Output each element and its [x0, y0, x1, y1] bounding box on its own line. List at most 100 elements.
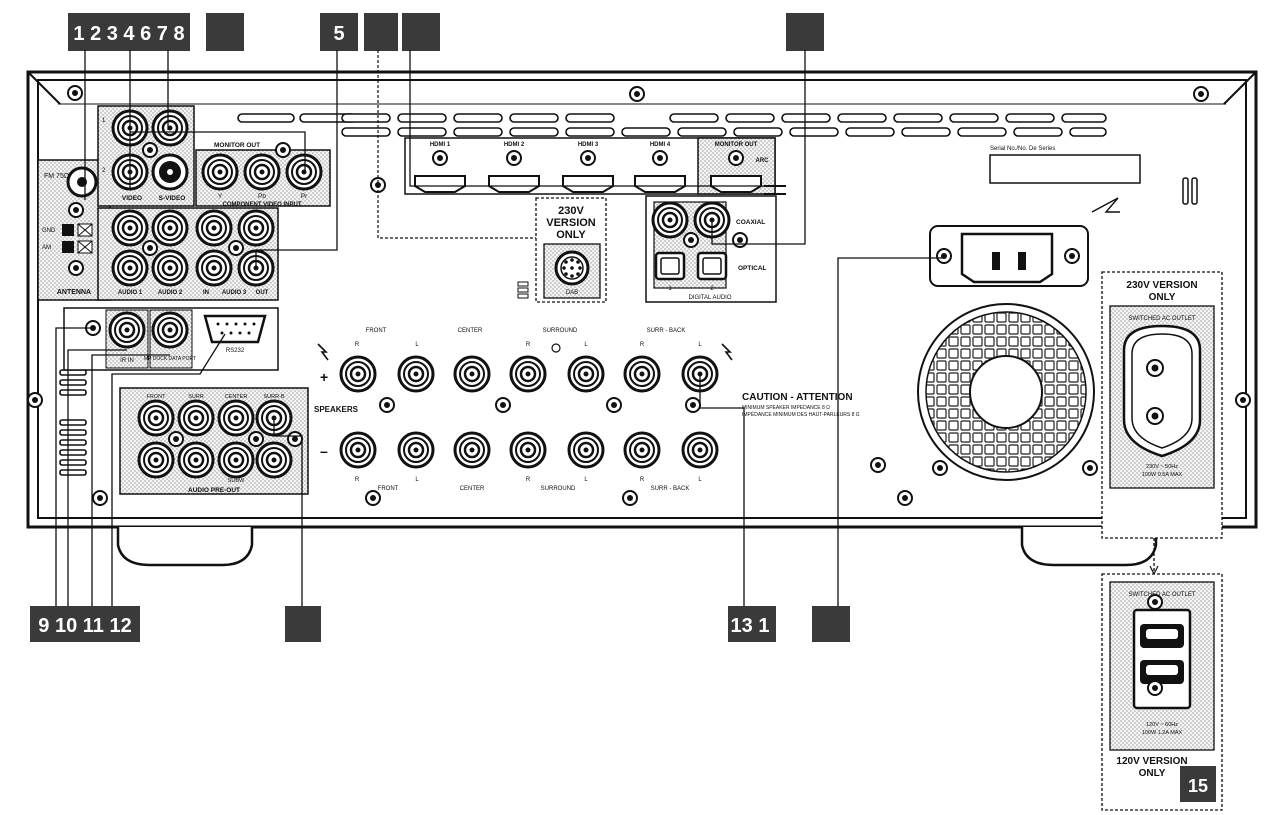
svg-text:FRONT: FRONT: [378, 486, 399, 492]
audio-preout-section: FRONT SURR CENTER SURR-B SUBW AUDIO PRE-…: [119, 387, 309, 495]
preout-center-jack[interactable]: [217, 399, 255, 437]
svg-text:100W 1.2A MAX: 100W 1.2A MAX: [1142, 730, 1183, 736]
callout-5: 5: [320, 13, 358, 51]
certification-logo-icon: [1091, 197, 1120, 213]
speaker-surrback-l-minus[interactable]: [681, 431, 719, 469]
callout-blank-b: [364, 13, 398, 51]
svg-text:CENTER: CENTER: [460, 486, 485, 492]
svg-text:Pb: Pb: [258, 193, 266, 200]
optical-2-port[interactable]: [696, 251, 728, 281]
svg-text:SURR-B: SURR-B: [263, 394, 284, 400]
svg-text:DAB: DAB: [566, 290, 578, 296]
svg-text:S-VIDEO: S-VIDEO: [159, 195, 186, 202]
rs232-port[interactable]: [203, 314, 267, 344]
audio1-r-jack[interactable]: [111, 209, 149, 247]
svg-text:120V ~ 60Hz: 120V ~ 60Hz: [1146, 722, 1178, 728]
svg-text:Pr: Pr: [301, 193, 308, 200]
svg-text:DIGITAL AUDIO: DIGITAL AUDIO: [688, 295, 731, 301]
svg-text:SURROUND: SURROUND: [543, 328, 578, 334]
svg-text:AUDIO PRE-OUT: AUDIO PRE-OUT: [188, 487, 240, 494]
svg-text:IR IN: IR IN: [120, 358, 134, 364]
svg-text:COMPONENT VIDEO INPUT: COMPONENT VIDEO INPUT: [222, 202, 301, 208]
svg-text:R: R: [355, 342, 360, 348]
svg-text:L: L: [415, 342, 419, 348]
preout-front-l-jack[interactable]: [137, 441, 175, 479]
svg-text:1: 1: [668, 286, 672, 292]
svg-text:–: –: [320, 443, 328, 459]
gnd-terminal[interactable]: [62, 224, 74, 236]
svg-text:15: 15: [1188, 776, 1208, 796]
speaker-center-plus[interactable]: [453, 355, 491, 393]
component-pr-jack[interactable]: [285, 153, 323, 191]
optical-1-port[interactable]: [654, 251, 686, 281]
am-terminal[interactable]: [62, 241, 74, 253]
svg-text:SURR: SURR: [188, 394, 204, 400]
ac-power-inlet[interactable]: [929, 225, 1089, 287]
svg-text:ONLY: ONLY: [1149, 292, 1176, 303]
switched-ac-outlet-120v[interactable]: [1132, 608, 1192, 710]
digital-audio-section: COAXIAL OPTICAL 1 2 DIGITAL AUDIO: [645, 195, 777, 303]
svg-text:2: 2: [710, 286, 714, 292]
svg-text:AUDIO 2: AUDIO 2: [158, 290, 183, 296]
audio2-r-jack[interactable]: [151, 209, 189, 247]
svg-text:230V: 230V: [558, 205, 584, 217]
audio3-out-r-jack[interactable]: [237, 209, 275, 247]
svideo-in-1-jack[interactable]: [151, 109, 189, 147]
component-y-jack[interactable]: [201, 153, 239, 191]
svg-text:R: R: [640, 477, 645, 483]
svg-text:FRONT: FRONT: [147, 394, 167, 400]
audio1-l-jack[interactable]: [111, 249, 149, 287]
svg-text:100W 0.5A MAX: 100W 0.5A MAX: [1142, 472, 1183, 478]
preout-surr-l-jack[interactable]: [177, 441, 215, 479]
preout-surrb-l-jack[interactable]: [255, 441, 293, 479]
speaker-front-r-plus[interactable]: [339, 355, 377, 393]
svg-text:MONITOR OUT: MONITOR OUT: [715, 142, 758, 148]
speaker-surround-l-minus[interactable]: [567, 431, 605, 469]
mp-dock-jack[interactable]: [151, 311, 189, 349]
svg-text:ANTENNA: ANTENNA: [57, 289, 91, 296]
callouts-bottom: 9 10 11 12 13 1 15: [30, 606, 1216, 802]
speaker-terminals-section: FRONT CENTER SURROUND SURR - BACK R L R …: [314, 328, 733, 492]
svg-text:OUT: OUT: [256, 290, 269, 296]
svg-text:R: R: [526, 342, 531, 348]
speaker-center-minus[interactable]: [453, 431, 491, 469]
svg-text:CAUTION - ATTENTION: CAUTION - ATTENTION: [742, 392, 853, 403]
speaker-front-r-minus[interactable]: [339, 431, 377, 469]
svg-text:HDMI 2: HDMI 2: [504, 142, 525, 148]
svg-text:IMPÉDANCE MINIMUM DES HAUT-PAR: IMPÉDANCE MINIMUM DES HAUT-PARLEURS 8 Ω: [742, 411, 860, 418]
svg-text:MONITOR OUT: MONITOR OUT: [214, 142, 260, 149]
audio3-in-r-jack[interactable]: [195, 209, 233, 247]
svg-text:L: L: [584, 477, 588, 483]
svg-text:SURR - BACK: SURR - BACK: [647, 328, 686, 334]
svg-text:SURR - BACK: SURR - BACK: [651, 486, 690, 492]
svg-text:L: L: [698, 477, 702, 483]
callout-blank-e: [285, 606, 321, 642]
svg-text:2: 2: [102, 168, 106, 174]
speaker-front-l-plus[interactable]: [397, 355, 435, 393]
coaxial-1-jack[interactable]: [651, 201, 689, 239]
dab-connector[interactable]: [554, 250, 590, 286]
dab-section: 230V VERSION ONLY DAB: [517, 197, 607, 303]
speaker-surround-r-minus[interactable]: [509, 431, 547, 469]
speaker-surrback-r-plus[interactable]: [623, 355, 661, 393]
ir-in-jack[interactable]: [108, 311, 146, 349]
audio2-l-jack[interactable]: [151, 249, 189, 287]
svg-text:R: R: [355, 477, 360, 483]
lightning-icon: [721, 343, 733, 361]
outlet-230v-section: 230V VERSION ONLY SWITCHED AC OUTLET 230…: [1101, 271, 1223, 539]
preout-front-r-jack[interactable]: [137, 399, 175, 437]
switched-ac-outlet-230v[interactable]: [1122, 324, 1202, 458]
svideo-in-2-jack[interactable]: [151, 153, 189, 191]
preout-surr-r-jack[interactable]: [177, 399, 215, 437]
speaker-surround-l-plus[interactable]: [567, 355, 605, 393]
preout-subw-jack[interactable]: [217, 441, 255, 479]
speaker-surround-r-plus[interactable]: [509, 355, 547, 393]
svg-text:SWITCHED AC OUTLET: SWITCHED AC OUTLET: [1128, 592, 1195, 598]
speaker-surrback-r-minus[interactable]: [623, 431, 661, 469]
svg-text:MINIMUM SPEAKER IMPEDANCE 8 Ω: MINIMUM SPEAKER IMPEDANCE 8 Ω: [742, 405, 830, 411]
component-pb-jack[interactable]: [243, 153, 281, 191]
speaker-front-l-minus[interactable]: [397, 431, 435, 469]
audio3-in-l-jack[interactable]: [195, 249, 233, 287]
audio-input-section: AUDIO 1 AUDIO 2 IN AUDIO 3 OUT: [97, 207, 279, 301]
svg-text:MP DOCK DATA PORT: MP DOCK DATA PORT: [144, 356, 196, 362]
